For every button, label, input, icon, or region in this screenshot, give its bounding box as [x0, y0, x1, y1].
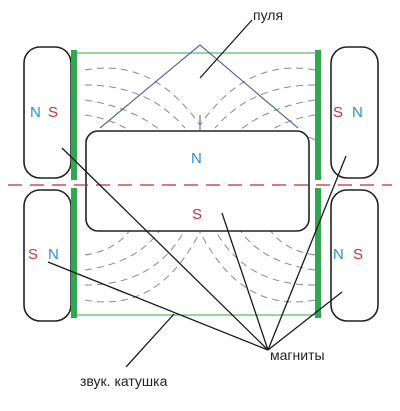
field-lines [84, 67, 316, 303]
plate-top-right [315, 50, 321, 180]
label-magnets: магниты [270, 347, 325, 363]
plate-bottom-right [315, 188, 321, 318]
bullet-shape [99, 44, 299, 129]
leader-lines [47, 19, 347, 368]
pole-center-bottom: S [192, 206, 202, 223]
plate-bottom-left [71, 188, 77, 318]
plate-top-left [71, 50, 77, 180]
pole-bottom-left-inner: N [48, 246, 59, 263]
pole-top-left-inner: S [48, 104, 58, 121]
magnet-bottom-right [330, 189, 379, 322]
voice-coil-lines [76, 52, 318, 316]
pole-plates [71, 50, 321, 318]
pole-top-right-inner: S [333, 104, 343, 121]
pole-top-left-outer: N [30, 104, 41, 121]
pole-top-right-outer: N [352, 104, 363, 121]
pole-bottom-right-inner: N [333, 246, 344, 263]
magnet-top-right [330, 46, 379, 179]
pole-bottom-left-outer: S [28, 246, 38, 263]
pole-center-top: N [191, 150, 202, 167]
pole-bottom-right-outer: S [353, 246, 363, 263]
label-voice-coil: звук. катушка [80, 373, 168, 389]
center-magnet [85, 130, 310, 232]
label-bullet: пуля [253, 7, 283, 23]
